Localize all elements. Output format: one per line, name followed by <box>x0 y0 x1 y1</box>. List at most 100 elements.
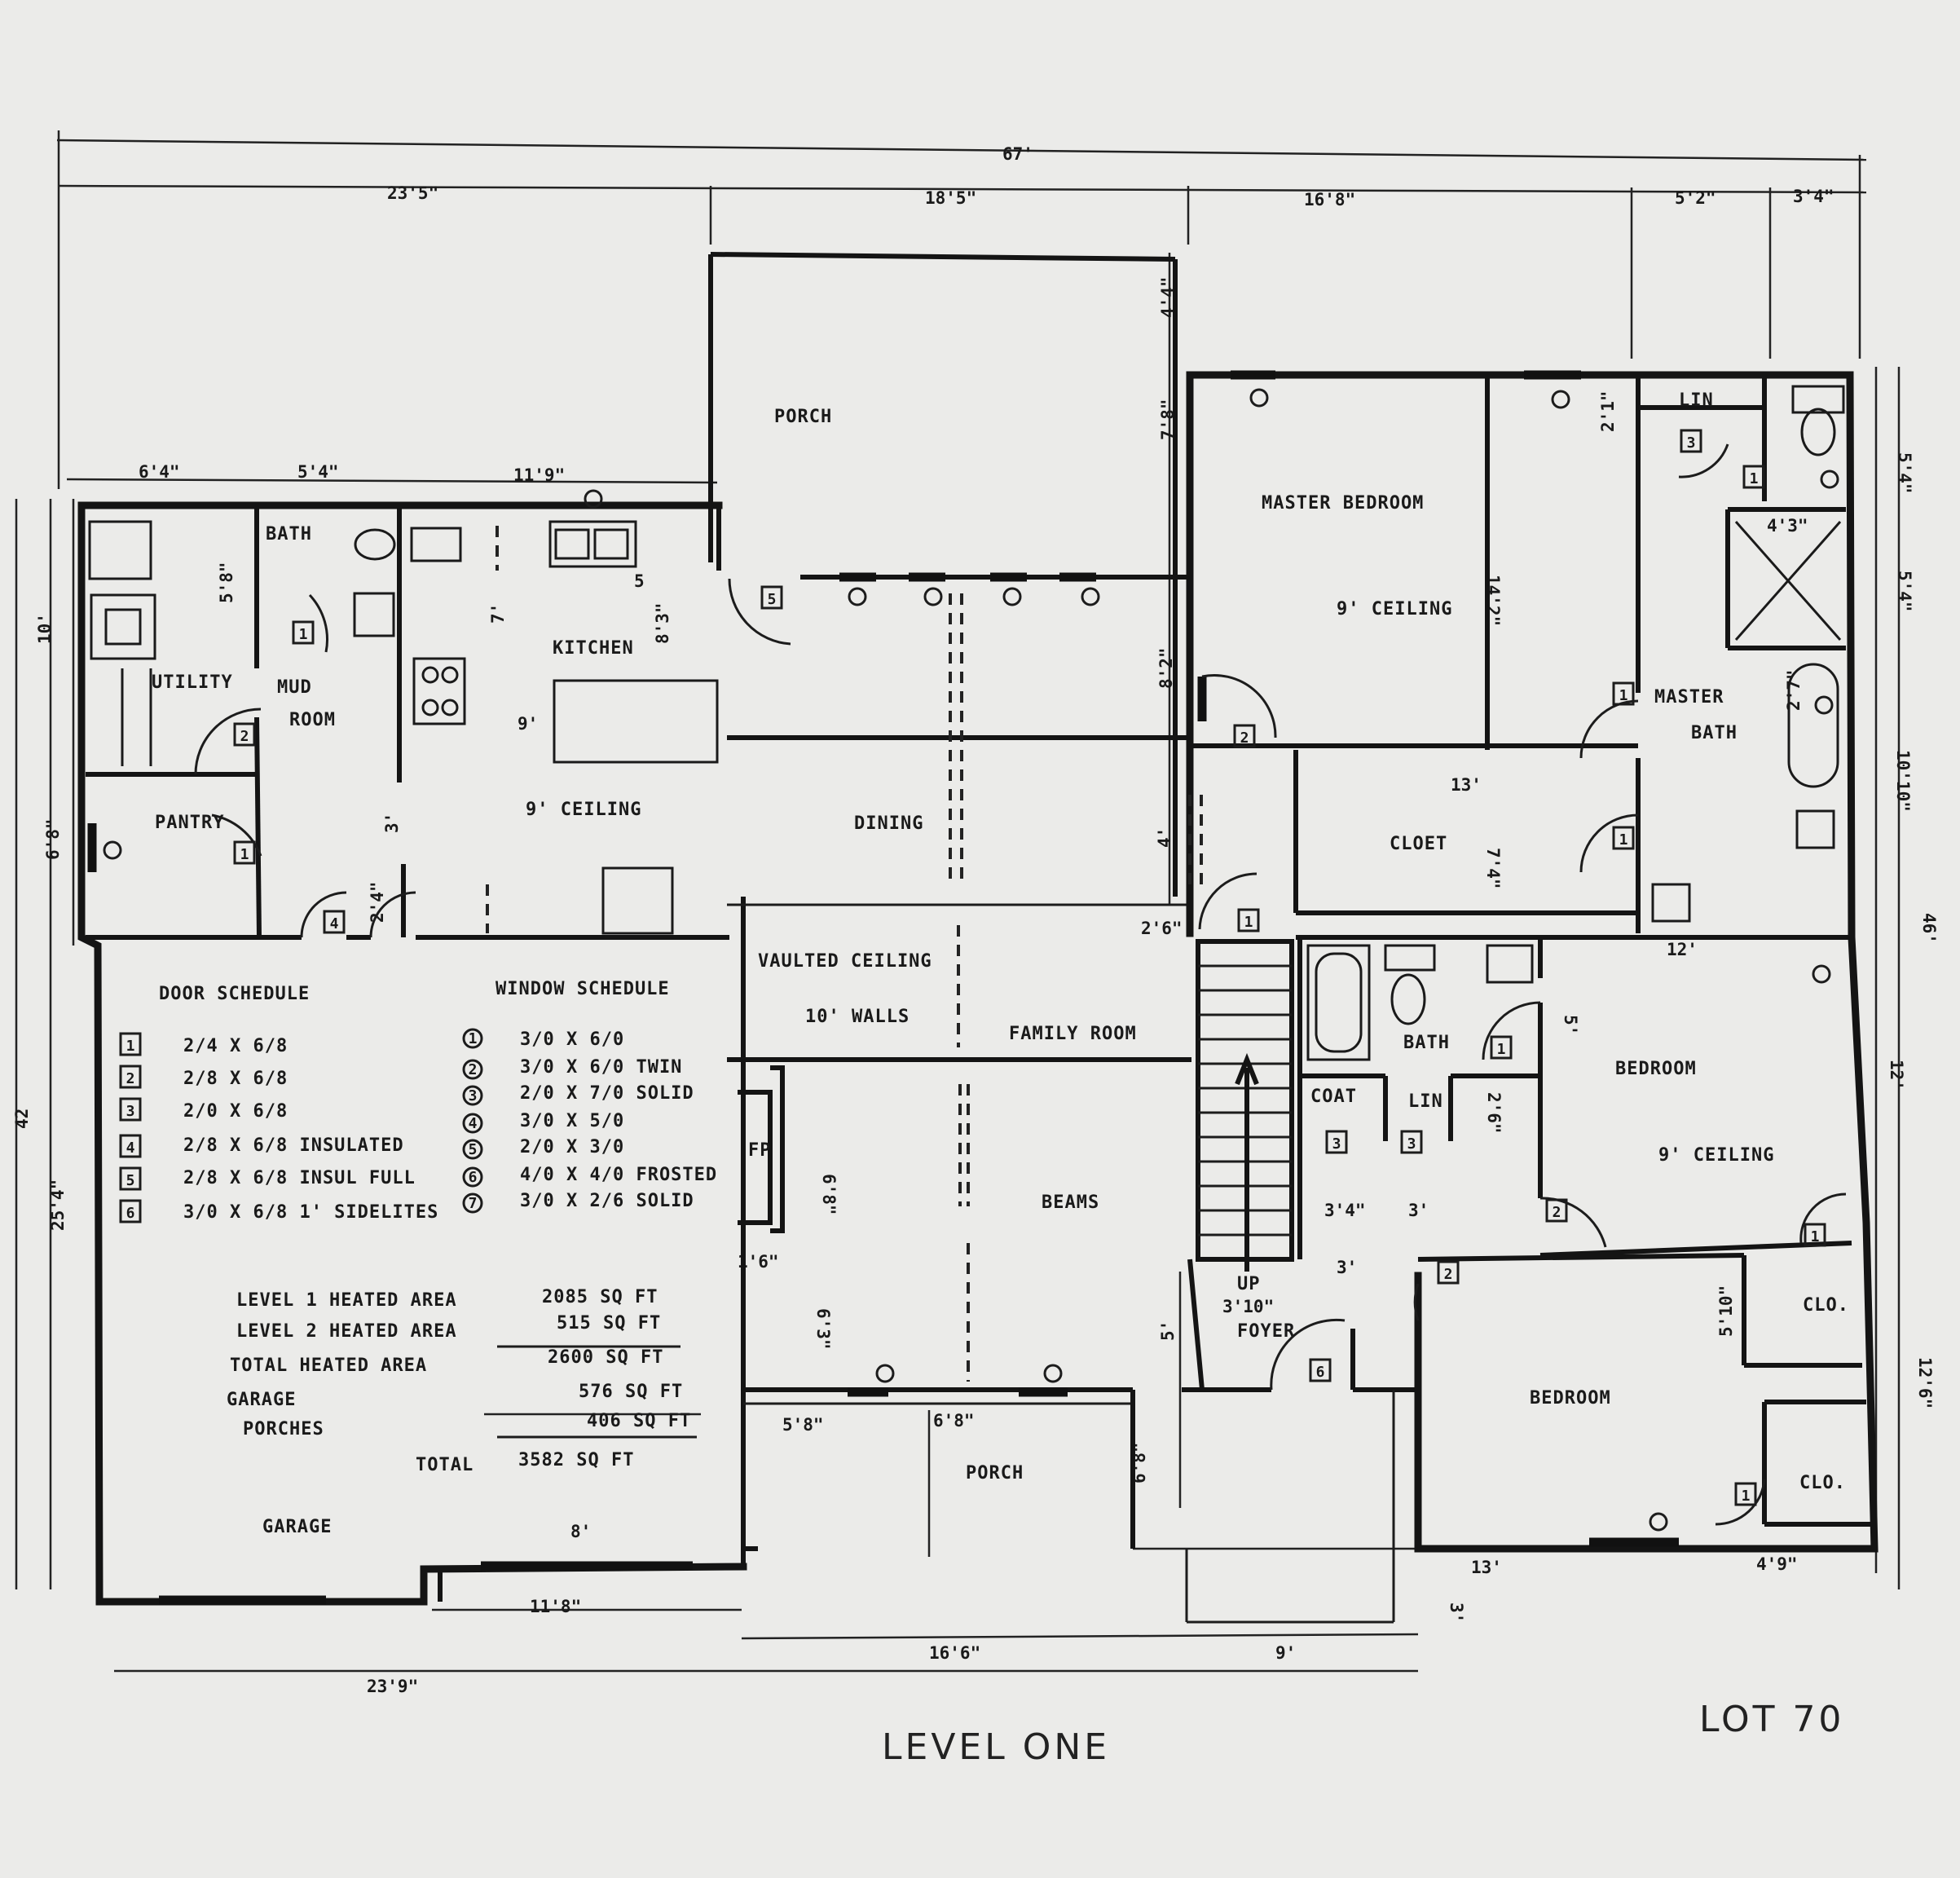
dim-g-8: 8' <box>570 1522 591 1541</box>
dim-kitchen: 11'9" <box>513 465 565 485</box>
dim-bed2-13: 13' <box>1471 1558 1502 1577</box>
room-master-ceiling: 9' CEILING <box>1337 599 1452 619</box>
room-lin-top: LIN <box>1679 390 1714 411</box>
svg-text:1: 1 <box>240 846 249 863</box>
area-value: 406 SQ FT <box>587 1411 691 1431</box>
area-label: LEVEL 1 HEATED AREA <box>236 1290 457 1311</box>
area-value: 576 SQ FT <box>579 1382 683 1402</box>
window-schedule-row: 6 4/0 X 4/0 FROSTED <box>462 1165 716 1188</box>
dim-g-118: 11'8" <box>530 1597 581 1616</box>
door-schedule-row: 2 2/8 X 6/8 <box>119 1065 288 1089</box>
dim-fp-68: 6'8" <box>819 1174 839 1215</box>
dim-fp-68b: 6'8" <box>933 1411 975 1431</box>
room-porch-front: PORCH <box>966 1463 1024 1483</box>
room-bath-mid: BATH <box>1403 1033 1450 1053</box>
dim-bed2-49: 4'9" <box>1756 1554 1798 1574</box>
dim-foy-310: 3'10" <box>1222 1297 1274 1316</box>
dim-foy-3: 3' <box>1337 1258 1357 1277</box>
svg-text:1: 1 <box>1244 914 1253 931</box>
dim-b-3: 3' <box>1447 1602 1466 1623</box>
door-schedule-row: 5 2/8 X 6/8 INSUL FULL <box>119 1166 416 1191</box>
fixtures <box>88 385 1845 1061</box>
dim-tub-27: 2'7" <box>1784 669 1804 711</box>
dim-r4: 46' <box>1919 913 1939 944</box>
dim-top-e: 3'4" <box>1793 187 1834 206</box>
dim-l-42: 42 <box>12 1109 32 1129</box>
door-spec: 2/8 X 6/8 <box>183 1069 288 1089</box>
area-summary: LEVEL 1 HEATED AREA 2085 SQ FT LEVEL 2 H… <box>227 1287 697 1475</box>
room-master-bath-2: BATH <box>1691 723 1738 743</box>
svg-text:6: 6 <box>1316 1364 1325 1381</box>
area-value: 2085 SQ FT <box>542 1287 658 1307</box>
area-label: TOTAL <box>416 1455 473 1475</box>
room-family: FAMILY ROOM <box>1009 1024 1137 1044</box>
room-lin-mid: LIN <box>1408 1091 1443 1112</box>
svg-text:2: 2 <box>1553 1204 1561 1221</box>
window-schedule-row: 5 2/0 X 3/0 <box>462 1137 623 1160</box>
window-schedule-row: 4 3/0 X 5/0 <box>462 1111 624 1134</box>
dim-clo-510: 5'10" <box>1716 1285 1736 1337</box>
walls <box>77 252 1879 1624</box>
svg-text:1: 1 <box>1619 831 1628 849</box>
room-bedroom1-ceiling: 9' CEILING <box>1658 1145 1774 1166</box>
dim-overall: 67' <box>1002 144 1033 164</box>
plan-title: LEVEL ONE <box>882 1726 1110 1768</box>
window-spec: 2/0 X 7/0 SOLID <box>520 1083 694 1104</box>
svg-text:1: 1 <box>1619 687 1628 704</box>
door-num: 5 <box>126 1172 135 1189</box>
door-spec: 2/4 X 6/8 <box>183 1036 288 1056</box>
room-coat: COAT <box>1310 1087 1357 1107</box>
room-master-bedroom: MASTER BEDROOM <box>1262 493 1424 514</box>
door-schedule-row: 1 2/4 X 6/8 <box>119 1032 288 1056</box>
room-labels: PORCH MASTER BEDROOM 9' CEILING LIN MAST… <box>152 390 1849 1537</box>
room-bath-left: BATH <box>266 524 312 544</box>
dim-fp-58: 5'8" <box>782 1415 824 1435</box>
svg-text:3: 3 <box>1687 434 1696 452</box>
svg-text:2: 2 <box>1240 730 1249 747</box>
room-clo-1: CLO. <box>1803 1295 1849 1316</box>
room-bedroom1: BEDROOM <box>1615 1059 1697 1079</box>
dim-bot-a: 23'9" <box>367 1677 418 1696</box>
dim-k-5: 5 <box>634 571 645 591</box>
svg-text:1: 1 <box>1742 1488 1751 1505</box>
window-num: 5 <box>469 1141 478 1158</box>
window-schedule: WINDOW SCHEDULE 1 3/0 X 6/0 2 3/0 X 6/0 … <box>462 979 716 1214</box>
beams <box>486 526 1203 1382</box>
svg-text:1: 1 <box>1750 470 1759 487</box>
dim-lin-h: 2'1" <box>1598 390 1618 432</box>
svg-text:3: 3 <box>1332 1135 1341 1153</box>
svg-text:1: 1 <box>1497 1041 1506 1058</box>
dim-coat-3: 3' <box>1408 1201 1429 1220</box>
room-vaulted: VAULTED CEILING <box>758 951 932 972</box>
dim-k-24: 2'4" <box>368 881 387 923</box>
window-spec: 3/0 X 6/0 <box>520 1029 624 1050</box>
dim-coat-34: 3'4" <box>1324 1201 1366 1220</box>
window-num: 1 <box>469 1030 478 1047</box>
dim-bed-5: 5' <box>1561 1015 1580 1035</box>
svg-text:2: 2 <box>1444 1266 1453 1283</box>
room-pantry: PANTRY <box>155 813 224 833</box>
dim-foy-5: 5' <box>1158 1320 1178 1341</box>
dim-bed-12: 12' <box>1667 940 1698 959</box>
dim-k-83: 8'3" <box>653 602 672 644</box>
door-num: 3 <box>126 1103 135 1120</box>
dim-top-b: 18'5" <box>925 188 976 208</box>
room-kitchen-ceiling: 9' CEILING <box>526 800 641 820</box>
door-spec: 2/8 X 6/8 INSUL FULL <box>183 1168 416 1188</box>
dim-r6: 12'6" <box>1915 1357 1935 1408</box>
door-spec: 3/0 X 6/8 1' SIDELITES <box>183 1202 438 1223</box>
room-clo-2: CLO. <box>1799 1473 1846 1493</box>
window-spec: 3/0 X 5/0 <box>520 1111 624 1131</box>
dim-din-4: 4' <box>1155 827 1174 848</box>
window-spec: 3/0 X 2/6 SOLID <box>520 1191 694 1211</box>
dim-clo-74: 7'4" <box>1483 848 1503 889</box>
room-10-walls: 10' WALLS <box>805 1007 910 1027</box>
window-schedule-row: 3 2/0 X 7/0 SOLID <box>462 1083 694 1106</box>
dim-utility: 6'4" <box>139 462 180 482</box>
door-schedule-row: 6 3/0 X 6/8 1' SIDELITES <box>119 1199 438 1223</box>
door-spec: 2/8 X 6/8 INSULATED <box>183 1135 404 1156</box>
room-cloet: CLOET <box>1390 834 1447 854</box>
dim-bot-b: 16'6" <box>929 1643 980 1663</box>
window-num: 3 <box>469 1087 478 1104</box>
dim-l-254: 25'4" <box>48 1179 68 1231</box>
